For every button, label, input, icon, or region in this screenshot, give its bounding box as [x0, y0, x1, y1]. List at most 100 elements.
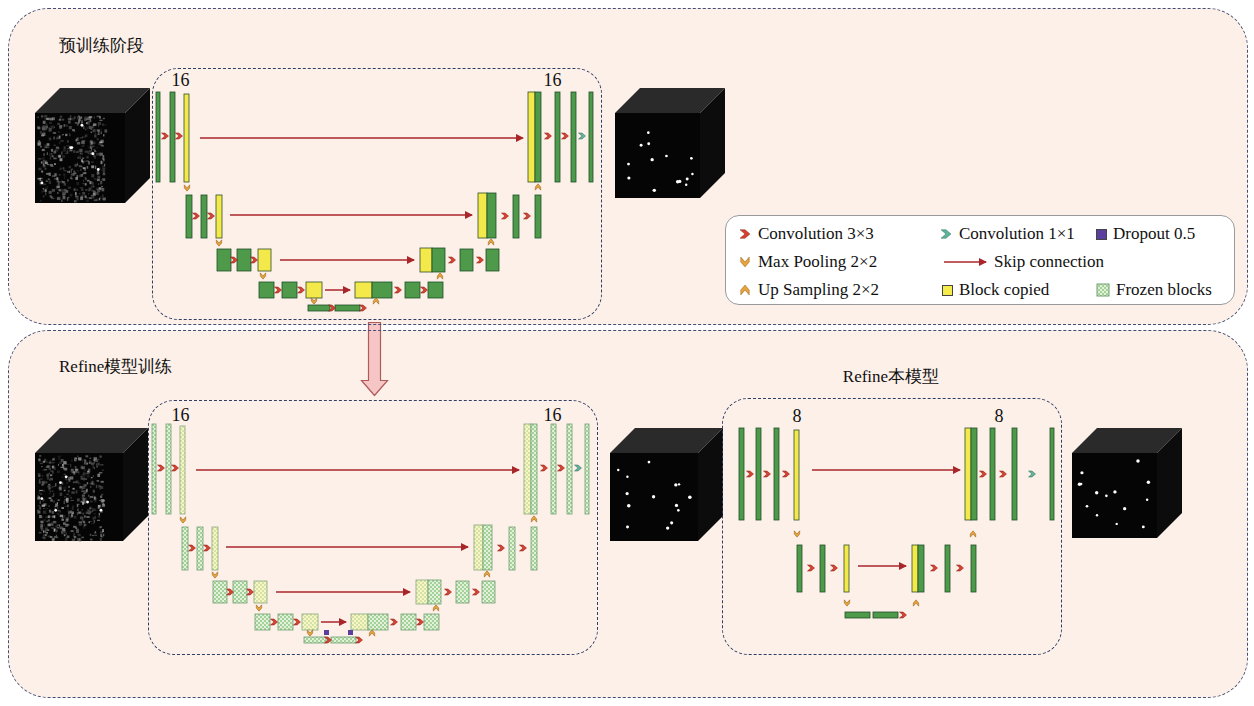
- texture-speck: [60, 158, 63, 161]
- texture-speck: [80, 152, 82, 154]
- conv3x3-symbol: [271, 619, 278, 625]
- stage-panel: 1616Refine本模型88Refine模型训练: [8, 330, 1248, 698]
- texture-speck: [56, 188, 58, 190]
- texture-speck: [98, 130, 100, 133]
- feature-block: [368, 614, 388, 630]
- conv1x1-symbol: [575, 465, 582, 471]
- texture-speck: [43, 461, 45, 463]
- texture-speck: [61, 200, 63, 202]
- panel-title: 预训练阶段: [59, 37, 144, 56]
- texture-speck: [48, 519, 50, 521]
- conv3x3-symbol: [541, 465, 548, 471]
- texture-speck: [61, 125, 62, 128]
- texture-speck: [90, 534, 92, 536]
- texture-speck: [48, 505, 50, 507]
- conv3x3-symbol: [477, 257, 484, 263]
- texture-speck: [83, 136, 86, 137]
- texture-speck: [39, 532, 42, 534]
- texture-speck: [40, 493, 42, 495]
- feature-block: [531, 527, 537, 570]
- detected-spot: [670, 521, 673, 524]
- conv3x3-symbol: [449, 257, 456, 263]
- texture-speck: [97, 459, 100, 460]
- texture-speck: [97, 138, 99, 140]
- texture-speck: [80, 516, 83, 519]
- texture-speck: [70, 177, 71, 179]
- texture-speck: [100, 496, 102, 498]
- texture-speck: [86, 127, 88, 130]
- texture-speck: [87, 509, 90, 510]
- texture-speck: [91, 481, 93, 484]
- legend-label: Frozen blocks: [1116, 281, 1212, 300]
- skip-arrow: [230, 214, 472, 216]
- texture-speck: [56, 530, 58, 532]
- texture-speck: [62, 134, 64, 135]
- texture-speck: [55, 483, 56, 486]
- texture-speck: [72, 505, 73, 506]
- texture-speck: [84, 490, 87, 493]
- texture-speck: [66, 524, 69, 526]
- upsampling-symbol: [488, 239, 493, 245]
- texture-speck: [97, 480, 100, 481]
- texture-speck: [71, 176, 72, 179]
- feature-block: [405, 282, 420, 298]
- detected-spot: [652, 495, 655, 498]
- texture-speck: [89, 521, 90, 523]
- feature-block: [845, 612, 870, 618]
- texture-speck: [68, 490, 69, 492]
- upsampling-symbol: [437, 273, 442, 279]
- texture-speck: [74, 516, 77, 519]
- texture-speck: [94, 535, 97, 536]
- texture-speck: [43, 163, 45, 166]
- copied-block: [844, 545, 849, 592]
- texture-speck: [76, 182, 79, 185]
- texture-speck: [97, 189, 100, 192]
- texture-speck: [58, 131, 60, 133]
- texture-speck: [94, 462, 95, 464]
- texture-speck: [85, 455, 88, 457]
- texture-speck: [96, 463, 97, 465]
- texture-speck: [90, 539, 92, 541]
- texture-speck: [88, 193, 89, 194]
- texture-speck: [48, 515, 50, 518]
- texture-speck: [69, 149, 72, 151]
- texture-speck: [58, 457, 61, 459]
- texture-speck: [54, 126, 55, 128]
- detected-spot: [627, 176, 630, 179]
- conv3x3-symbol: [360, 305, 367, 311]
- texture-speck: [83, 167, 86, 169]
- texture-speck: [91, 132, 93, 134]
- copied-block: [794, 430, 799, 520]
- texture-speck: [50, 128, 52, 131]
- copied-block: [524, 424, 531, 514]
- feature-block: [509, 527, 515, 570]
- texture-speck: [59, 461, 62, 463]
- texture-speck: [79, 522, 82, 523]
- network-box: 1616: [152, 68, 602, 320]
- texture-speck: [82, 509, 83, 511]
- texture-speck: [62, 533, 65, 535]
- texture-speck: [69, 166, 71, 168]
- feature-block: [156, 92, 160, 182]
- texture-speck: [83, 183, 84, 184]
- texture-speck: [37, 116, 39, 118]
- texture-speck: [83, 472, 86, 475]
- texture-speck: [102, 165, 105, 168]
- texture-speck: [77, 455, 78, 457]
- volume-cube: [1072, 428, 1182, 538]
- texture-speck: [67, 494, 69, 495]
- legend-swatch: [942, 285, 953, 296]
- texture-speck: [82, 466, 85, 469]
- texture-speck: [50, 195, 52, 197]
- texture-speck: [77, 504, 78, 507]
- legend-symbol: [942, 255, 988, 269]
- texture-speck: [101, 494, 103, 495]
- texture-speck: [90, 181, 93, 184]
- transfer-arrow: [362, 323, 388, 396]
- texture-speck: [74, 536, 76, 538]
- unet-figure: [156, 92, 593, 311]
- texture-speck: [59, 510, 61, 512]
- texture-speck: [100, 455, 102, 457]
- texture-speck: [63, 134, 64, 135]
